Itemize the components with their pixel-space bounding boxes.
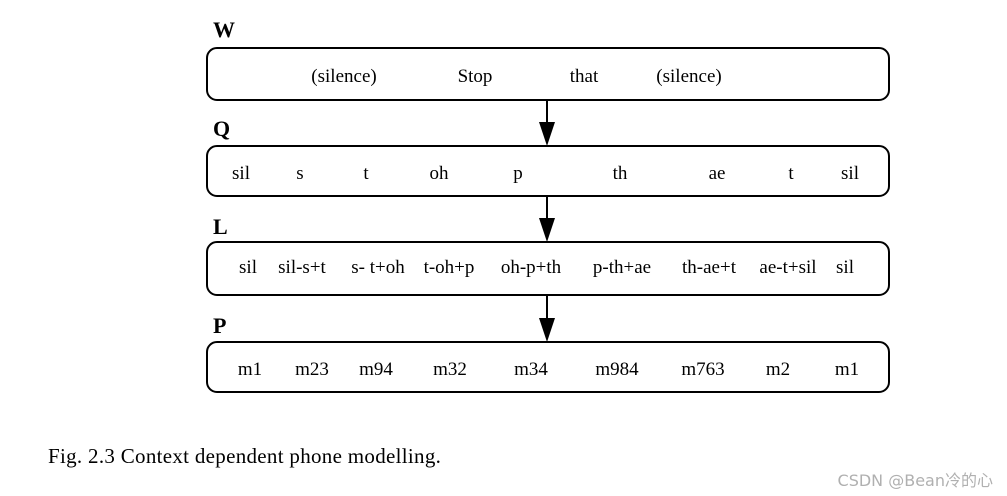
token-w: (silence) bbox=[311, 66, 376, 87]
figure-caption: Fig. 2.3 Context dependent phone modelli… bbox=[48, 444, 442, 468]
token-q: th bbox=[613, 163, 628, 184]
token-p: m2 bbox=[766, 359, 790, 380]
token-q: t bbox=[363, 163, 369, 184]
token-w: Stop bbox=[458, 66, 493, 87]
token-q: ae bbox=[709, 163, 726, 184]
level-box-p bbox=[206, 341, 890, 393]
token-l: oh-p+th bbox=[501, 257, 562, 278]
level-box-w bbox=[206, 47, 890, 101]
token-p: m23 bbox=[295, 359, 329, 380]
token-l: t-oh+p bbox=[424, 257, 475, 278]
token-p: m763 bbox=[681, 359, 724, 380]
token-l: sil-s+t bbox=[278, 257, 326, 278]
token-q: sil bbox=[841, 163, 859, 184]
arrow-head-3 bbox=[539, 318, 555, 342]
token-l: th-ae+t bbox=[682, 257, 737, 278]
token-l: ae-t+sil bbox=[759, 257, 816, 278]
arrow-head-2 bbox=[539, 218, 555, 242]
token-q: p bbox=[513, 163, 523, 184]
level-label-w: W bbox=[213, 17, 235, 42]
level-box-q bbox=[206, 145, 890, 197]
token-q: s bbox=[296, 163, 303, 184]
token-p: m984 bbox=[595, 359, 639, 380]
token-l: p-th+ae bbox=[593, 257, 651, 278]
token-w: (silence) bbox=[656, 66, 721, 87]
token-l: sil bbox=[239, 257, 257, 278]
token-l: s- t+oh bbox=[351, 257, 405, 278]
token-p: m94 bbox=[359, 359, 393, 380]
token-p: m1 bbox=[238, 359, 262, 380]
token-q: t bbox=[788, 163, 794, 184]
level-label-p: P bbox=[213, 313, 226, 338]
token-p: m1 bbox=[835, 359, 859, 380]
level-label-l: L bbox=[213, 214, 228, 239]
arrow-head-1 bbox=[539, 122, 555, 146]
token-q: oh bbox=[430, 163, 450, 184]
token-p: m32 bbox=[433, 359, 467, 380]
watermark: CSDN @Bean冷的心 bbox=[837, 471, 993, 490]
token-q: sil bbox=[232, 163, 250, 184]
token-w: that bbox=[570, 66, 599, 87]
level-label-q: Q bbox=[213, 116, 230, 141]
token-p: m34 bbox=[514, 359, 548, 380]
token-l: sil bbox=[836, 257, 854, 278]
